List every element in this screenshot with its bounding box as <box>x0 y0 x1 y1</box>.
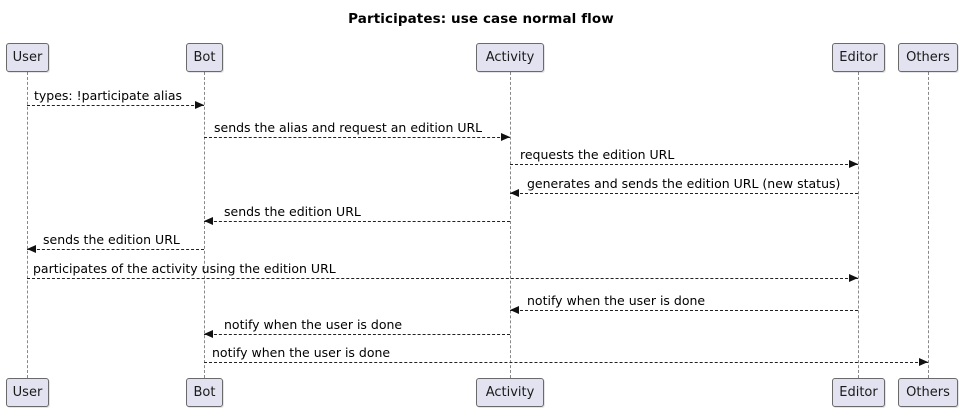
message-arrowhead <box>849 160 858 168</box>
message-line <box>204 362 928 363</box>
message-line <box>27 105 204 106</box>
message-label: requests the edition URL <box>520 147 675 162</box>
message-arrowhead <box>510 306 519 314</box>
message-line <box>204 221 510 222</box>
participant-top-bot[interactable]: Bot <box>186 43 223 72</box>
lifeline-user <box>27 72 28 378</box>
message-arrowhead <box>510 189 519 197</box>
message-line <box>27 249 204 250</box>
participant-bottom-bot[interactable]: Bot <box>186 378 223 407</box>
message-arrowhead <box>204 217 213 225</box>
participant-label: User <box>12 385 43 400</box>
participant-top-editor[interactable]: Editor <box>832 43 885 72</box>
participant-bottom-user[interactable]: User <box>6 378 49 407</box>
lifeline-bot <box>204 72 205 378</box>
message-label: generates and sends the edition URL (new… <box>527 176 841 191</box>
participant-top-user[interactable]: User <box>6 43 49 72</box>
message-line <box>510 310 858 311</box>
message-arrowhead <box>27 245 36 253</box>
participant-label: Others <box>906 385 950 400</box>
message-label: participates of the activity using the e… <box>33 261 336 276</box>
participant-label: Bot <box>193 385 216 400</box>
message-line <box>27 278 858 279</box>
message-line <box>204 334 510 335</box>
lifeline-activity <box>510 72 511 378</box>
message-arrowhead <box>204 330 213 338</box>
message-line <box>204 137 510 138</box>
participant-label: Bot <box>193 50 216 65</box>
message-label: notify when the user is done <box>212 345 391 360</box>
message-label: types: !participate alias <box>34 88 183 103</box>
participant-label: User <box>12 50 43 65</box>
message-arrowhead <box>849 274 858 282</box>
participant-top-others[interactable]: Others <box>898 43 958 72</box>
participant-bottom-activity[interactable]: Activity <box>476 378 544 407</box>
participant-bottom-others[interactable]: Others <box>898 378 958 407</box>
message-label: sends the alias and request an edition U… <box>214 120 483 135</box>
lifeline-editor <box>858 72 859 378</box>
participant-label: Editor <box>839 385 878 400</box>
participant-label: Activity <box>485 50 535 65</box>
participant-label: Activity <box>485 385 535 400</box>
message-label: notify when the user is done <box>527 293 706 308</box>
message-label: sends the edition URL <box>43 232 180 247</box>
participant-bottom-editor[interactable]: Editor <box>832 378 885 407</box>
message-arrowhead <box>501 133 510 141</box>
message-label: sends the edition URL <box>224 204 361 219</box>
lifeline-others <box>928 72 929 378</box>
page-title: Participates: use case normal flow <box>348 11 614 27</box>
message-arrowhead <box>919 358 928 366</box>
message-line <box>510 193 858 194</box>
message-label: notify when the user is done <box>224 317 403 332</box>
participant-label: Editor <box>839 50 878 65</box>
participant-label: Others <box>906 50 950 65</box>
message-line <box>510 164 858 165</box>
participant-top-activity[interactable]: Activity <box>476 43 544 72</box>
message-arrowhead <box>195 101 204 109</box>
